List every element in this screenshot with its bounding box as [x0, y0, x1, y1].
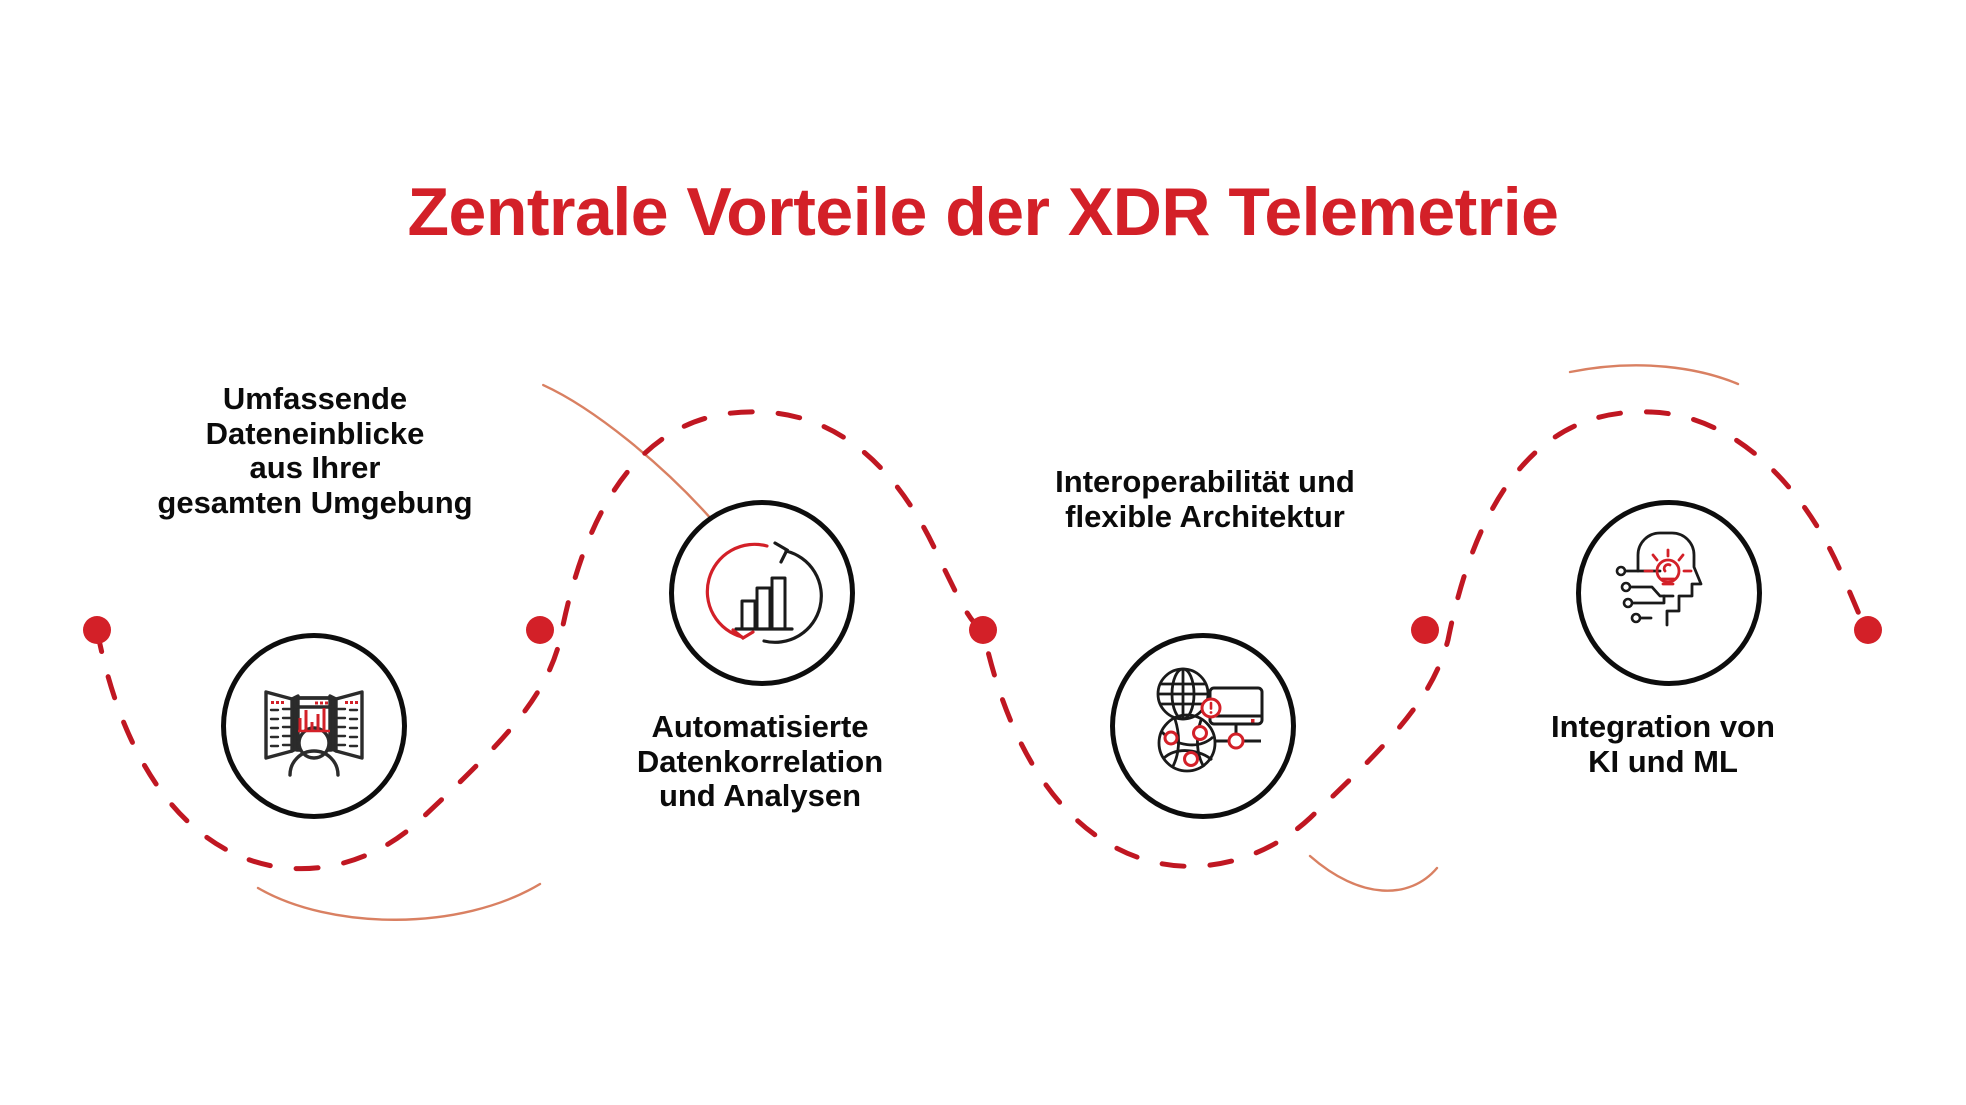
step-1-icon-circle[interactable]	[221, 633, 407, 819]
thin-arc-top-right	[1568, 364, 1740, 386]
step-4-icon-circle[interactable]	[1576, 500, 1762, 686]
step-1-label: Umfassende Dateneinblicke aus Ihrer gesa…	[157, 381, 473, 521]
step-3-icon-circle[interactable]	[1110, 633, 1296, 819]
wave-node-dot-1	[83, 616, 111, 644]
step-2-label: Automatisierte Datenkorrelation und Anal…	[636, 709, 884, 814]
globe-network-monitor-icon	[1156, 667, 1264, 773]
wave-node-dot-5	[1854, 616, 1882, 644]
refresh-bar-chart-icon	[705, 541, 823, 644]
wave-node-dot-4	[1411, 616, 1439, 644]
page-title: Zentrale Vorteile der XDR Telemetrie	[407, 174, 1559, 250]
monitor-led	[1251, 719, 1255, 723]
step-2-icon-circle[interactable]	[669, 500, 855, 686]
wave-node-dot-2	[526, 616, 554, 644]
thin-arc-bottom-left	[256, 882, 542, 921]
ai-head-lightbulb-icon	[1615, 531, 1703, 627]
thin-arc-bottom-right	[1308, 854, 1439, 892]
wave-node-dot-3	[969, 616, 997, 644]
analyst-dashboards-icon	[264, 690, 364, 777]
step-3-label: Interoperabilität und flexible Architekt…	[1055, 464, 1355, 534]
step-4-label: Integration von KI und ML	[1551, 709, 1775, 779]
